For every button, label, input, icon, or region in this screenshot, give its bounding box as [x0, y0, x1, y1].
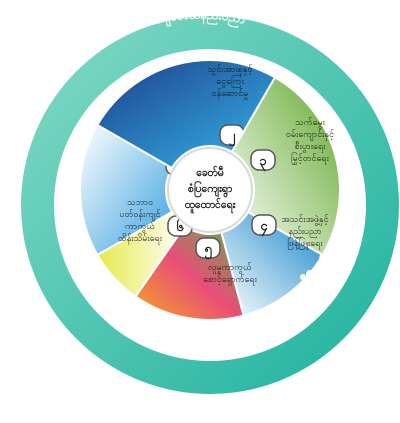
segment-4-number: ၄	[260, 219, 268, 237]
center-line-2: စံပြကျေးရွာ	[188, 181, 232, 198]
segment-5-number: ၅	[204, 242, 212, 260]
segment-2-number: ၂	[229, 129, 236, 147]
segment-6-label-line: ကာကွယ်	[125, 221, 156, 233]
outer-ring	[21, 16, 399, 394]
segment-1	[79, 123, 174, 257]
segment-5-label-line: လူမှုကာကွယ်	[208, 262, 252, 274]
center-line-1: ခေတ်မီ	[196, 166, 223, 179]
segment-6-label-line: ပတ်ဝန်းကျင်	[119, 209, 161, 221]
segment-4-badge	[251, 214, 277, 236]
segment-3-label-line: မြှင့်တင်ရေး	[291, 152, 329, 165]
people-lightbulb-icon	[300, 252, 331, 286]
center-circle	[167, 147, 253, 233]
segment-3-badge	[250, 149, 276, 171]
segment-6-number: ၆	[176, 218, 184, 235]
segment-5-label-line: စောင့်ရှောက်ရေး	[203, 274, 257, 286]
segment-2-label-line: ငွေကြေး	[216, 75, 244, 88]
segment-4-label-line: ဖြန့်ဖြူးရေး	[287, 237, 323, 250]
segment-4-label-line: အသင်းအဖွဲ့နှင့်	[281, 214, 329, 226]
segment-5-badge	[195, 237, 221, 259]
segment-2-label-line: ဝန်ဆောင်မှု	[212, 88, 249, 100]
segment-6-label-line: ထိန်းသိမ်းရေး	[118, 233, 163, 245]
segment-4-label-line: နည်းပညာ	[288, 226, 321, 238]
segment-3-number: ၃	[259, 154, 267, 172]
segment-6-label-line: သဘာဝ	[127, 198, 153, 208]
segment-3-label-line: သက်မွေး	[295, 117, 326, 129]
segments-group: အခြေခံအဆောက်အအုံဖွံ့ဖြိုးရေး၁သွင်းအားစုန…	[79, 59, 341, 321]
segment-3	[230, 76, 341, 257]
center-line-3: ထူထောင်ရေး	[185, 198, 236, 214]
segment-3-label-line: စီးပွားရေး	[295, 141, 327, 153]
segment-3-label-line: ဝမ်းကျောင်းနှင့်	[286, 129, 335, 141]
segment-2-label-line: သွင်းအားစုနှင့်	[208, 64, 254, 76]
